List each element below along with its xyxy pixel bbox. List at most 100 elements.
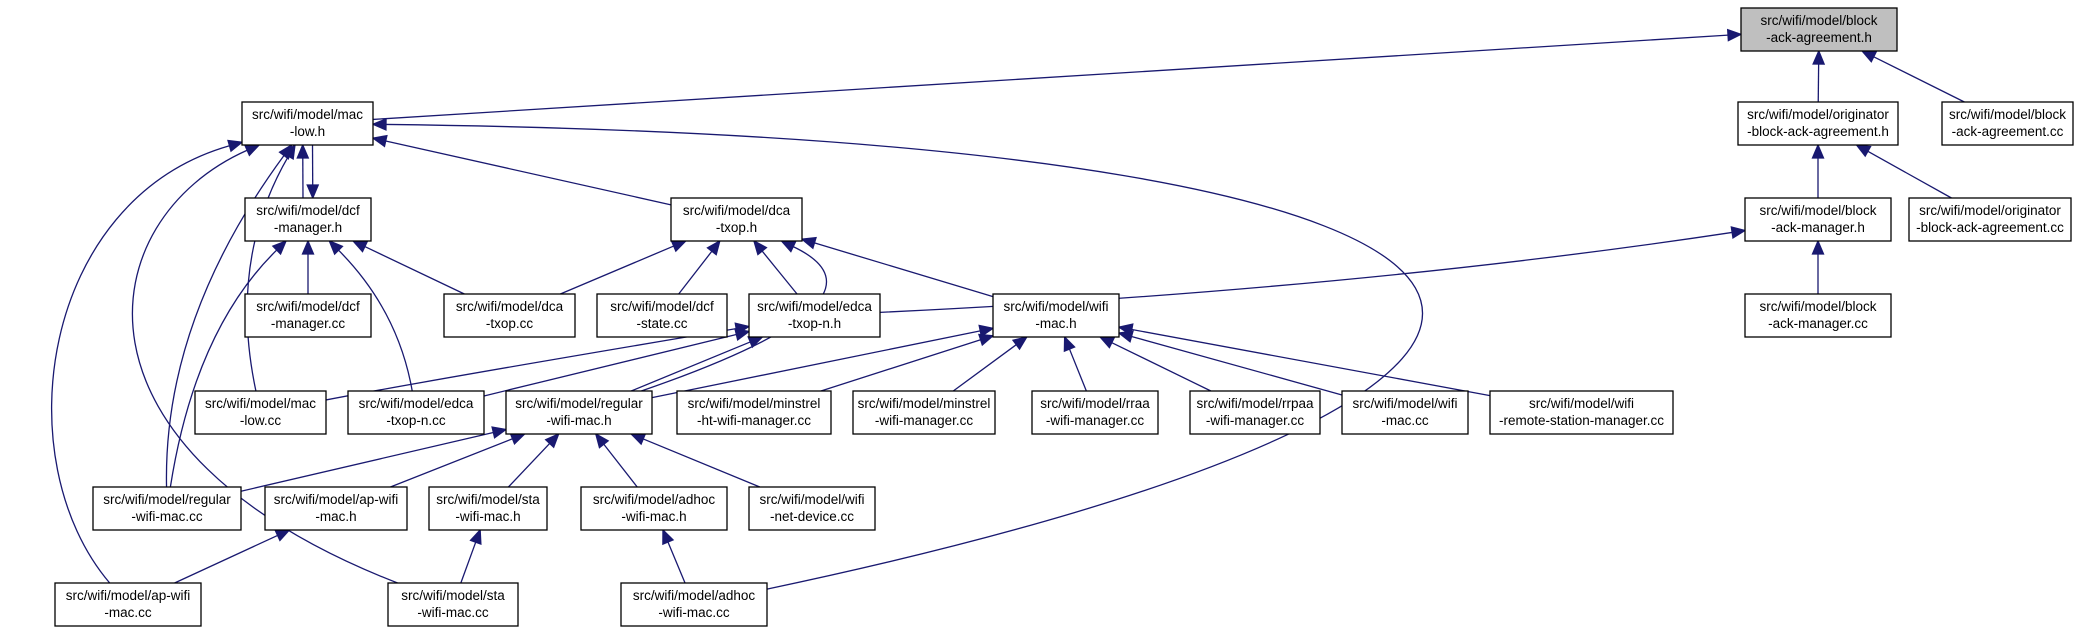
arrowhead-icon [371, 134, 388, 148]
arrowhead-icon [629, 433, 647, 446]
arrowhead-icon [800, 236, 817, 250]
file-node[interactable]: src/wifi/model/dca-txop.cc [443, 293, 576, 338]
arrowhead-icon [544, 432, 560, 449]
node-label: src/wifi/model/wifi [1352, 396, 1457, 411]
edge-line [338, 249, 413, 392]
file-node[interactable]: src/wifi/model/adhoc-wifi-mac.cc [620, 582, 768, 627]
arrowhead-icon [1730, 226, 1747, 239]
node-label: src/wifi/model/block [1759, 299, 1876, 314]
dependency-edge [820, 333, 995, 392]
file-node[interactable]: src/wifi/model/wifi-net-device.cc [748, 486, 876, 531]
arrowhead-icon [1011, 336, 1029, 351]
file-node[interactable]: src/wifi/model/dcf-state.cc [596, 293, 728, 338]
dependency-edge [372, 28, 1743, 121]
file-node[interactable]: src/wifi/model/sta-wifi-mac.cc [387, 582, 519, 627]
file-node[interactable]: src/wifi/model/mac-low.h [241, 101, 374, 146]
dependency-edge [1860, 50, 1965, 103]
edge-line [651, 330, 981, 399]
file-node[interactable]: src/wifi/model/rrpaa-wifi-manager.cc [1189, 390, 1321, 435]
dependency-edge [1063, 335, 1087, 392]
dependency-edge [952, 336, 1029, 392]
arrowhead-icon [706, 239, 721, 256]
arrowhead-icon [296, 143, 310, 159]
node-label: -txop.h [716, 220, 757, 235]
file-node[interactable]: src/wifi/model/adhoc-wifi-mac.h [580, 486, 728, 531]
file-node[interactable]: src/wifi/model/minstrel-ht-wifi-manager.… [676, 390, 832, 435]
dependency-edge [50, 139, 244, 584]
dependency-edge [560, 240, 688, 295]
arrowhead-icon [662, 528, 675, 546]
arrowhead-icon [509, 432, 527, 446]
file-node[interactable]: src/wifi/model/regular -wifi-mac.h [505, 390, 653, 435]
node-box [852, 390, 996, 435]
node-label: -wifi-mac.cc [131, 509, 202, 524]
file-node[interactable]: src/wifi/model/wifi-mac.cc [1341, 390, 1469, 435]
file-node[interactable]: src/wifi/model/rraa-wifi-manager.cc [1031, 390, 1159, 435]
node-label: src/wifi/model/originator [1919, 203, 2061, 218]
file-node[interactable]: src/wifi/model/block-ack-manager.cc [1744, 293, 1892, 338]
edge-line [761, 250, 798, 295]
arrowhead-icon [752, 239, 768, 256]
edge-line [1873, 56, 1965, 103]
node-label: src/wifi/model/edca [359, 396, 474, 411]
edge-line [169, 249, 278, 488]
node-label: -mac.cc [104, 605, 152, 620]
dependency-edge [1855, 144, 1952, 199]
node-box [748, 486, 876, 531]
file-node[interactable]: src/wifi/model/dcf-manager.h [244, 197, 372, 242]
edge-line [483, 333, 737, 397]
edge-line [460, 541, 477, 584]
file-node[interactable]: src/wifi/model/edca-txop-n.h [748, 293, 881, 338]
node-label: src/wifi/model/regular [515, 396, 643, 411]
edge-line [630, 341, 751, 392]
node-label: src/wifi/model/ap-wifi [66, 588, 191, 603]
file-node[interactable]: src/wifi/model/block-ack-agreement.cc [1941, 101, 2074, 146]
node-label: src/wifi/model/block [1760, 13, 1877, 28]
dependency-edge [174, 529, 291, 584]
file-node[interactable]: src/wifi/model/ap-wifi-mac.h [264, 486, 408, 531]
file-node[interactable]: src/wifi/model/mac-low.cc [194, 390, 327, 435]
node-label: src/wifi/model/adhoc [633, 588, 756, 603]
file-node[interactable]: src/wifi/model/wifi-remote-station-manag… [1489, 390, 1674, 435]
arrowhead-icon [371, 117, 387, 131]
file-node[interactable]: src/wifi/model/edca-txop-n.cc [347, 390, 485, 435]
arrowhead-icon [274, 529, 291, 542]
file-node[interactable]: src/wifi/model/regular -wifi-mac.cc [92, 486, 242, 531]
arrowhead-icon [328, 239, 344, 256]
dependency-edge [1812, 49, 1826, 103]
dependency-edge [301, 239, 315, 294]
file-node[interactable]: src/wifi/model/ap-wifi -mac.cc [54, 582, 202, 627]
arrowhead-icon [271, 239, 288, 256]
file-node[interactable]: src/wifi/model/wifi-mac.h [992, 293, 1120, 338]
file-node[interactable]: src/wifi/model/dcf-manager.cc [244, 293, 372, 338]
node-label: src/wifi/model/regular [103, 492, 231, 507]
node-box [347, 390, 485, 435]
arrowhead-icon [1812, 49, 1826, 65]
edge-line [1131, 335, 1343, 396]
arrowhead-icon [734, 328, 751, 341]
node-label: src/wifi/model/sta [401, 588, 505, 603]
dependency-edge [296, 143, 310, 199]
edge-line [364, 246, 465, 295]
node-label: src/wifi/model/dcf [256, 299, 360, 314]
file-node[interactable]: src/wifi/model/originator-block-ack-agre… [1908, 197, 2072, 242]
edge-line [246, 155, 289, 392]
arrowhead-icon [243, 144, 261, 157]
file-node[interactable]: src/wifi/model/block-ack-manager.h [1744, 197, 1892, 242]
node-label: src/wifi/model/mac [205, 396, 316, 411]
node-label: src/wifi/model/rrpaa [1196, 396, 1314, 411]
arrowhead-icon [227, 139, 244, 153]
file-node[interactable]: src/wifi/model/sta-wifi-mac.h [428, 486, 548, 531]
node-box [54, 582, 202, 627]
node-label: -wifi-mac.h [546, 413, 611, 428]
edge-line [240, 431, 494, 492]
dependency-edge [246, 143, 296, 392]
file-node[interactable]: src/wifi/model/dca-txop.h [670, 197, 803, 242]
node-label: src/wifi/model/dcf [610, 299, 714, 314]
edges-layer [50, 28, 1965, 590]
node-box [1341, 390, 1469, 435]
arrowhead-icon [978, 324, 995, 338]
root-file-node[interactable]: src/wifi/model/block-ack-agreement.h [1740, 7, 1898, 52]
file-node[interactable]: src/wifi/model/minstrel-wifi-manager.cc [852, 390, 996, 435]
file-node[interactable]: src/wifi/model/originator-block-ack-agre… [1737, 101, 1899, 146]
